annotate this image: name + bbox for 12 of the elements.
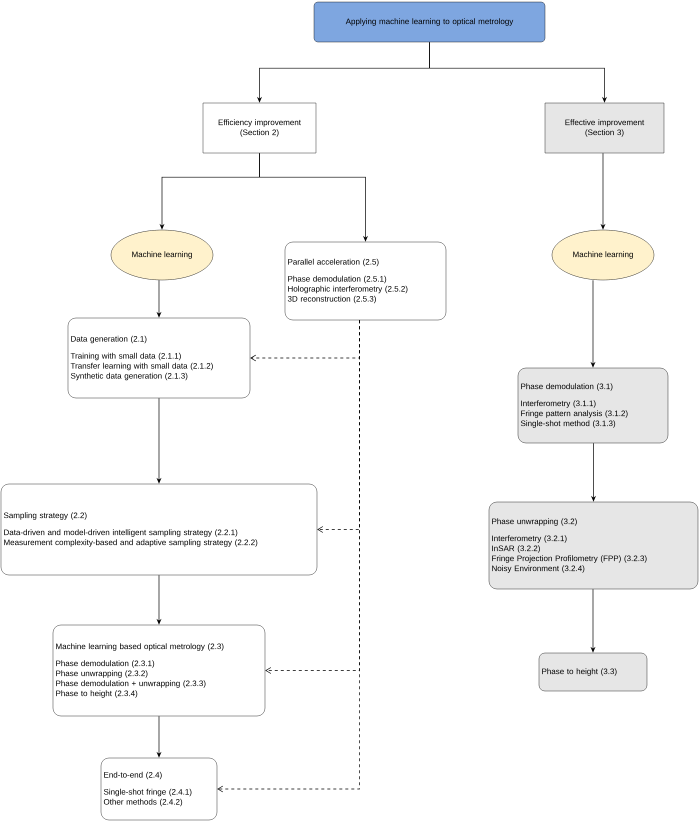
process-box: End-to-end (2.4) Single-shot fringe (2.4.1) Other methods (2.4.2) [100, 758, 218, 820]
process-box: Machine learning based optical metrology (2.3) Phase demodulation (2.3.1) Phase unwrapping (2.3.2) Phase demodulation + unwrapping (2.3.3) Phase to height (2.3.4) [52, 624, 266, 716]
process-box: Applying machine learning to optical metrology [314, 2, 546, 42]
process-box: Efficiency improvement (Section 2) [202, 102, 316, 154]
process-box: Data generation (2.1) Training with small data (2.1.1) Transfer learning with small data (2.1.2) Synthetic data generation (2.1.3) [68, 318, 250, 398]
process-box: Phase demodulation (3.1) Interferometry (3.1.1) Fringe pattern analysis (3.1.2) Single-shot method (3.1.3) [518, 368, 668, 444]
process-box: Phase unwrapping (3.2) Interferometry (3.2.1) InSAR (3.2.2) Fringe Projection Profilometry (FPP) (3.2.3) Noisy Environment (3.2.4) [488, 502, 698, 590]
process-box: Sampling strategy (2.2) Data-driven and model-driven intelligent sampling strategy (2.2.1) Measurement complexity-based and adaptive sampling strategy (2.2.2) [0, 484, 318, 576]
process-box: Phase to height (3.3) [538, 652, 648, 692]
process-box: Parallel acceleration (2.5) Phase demodulation (2.5.1) Holographic interferometry (2.5.2) 3D reconstruction (2.5.3) [284, 242, 446, 320]
process-box: Effective improvement (Section 3) [544, 102, 664, 154]
dashed-arrow [217, 320, 360, 792]
